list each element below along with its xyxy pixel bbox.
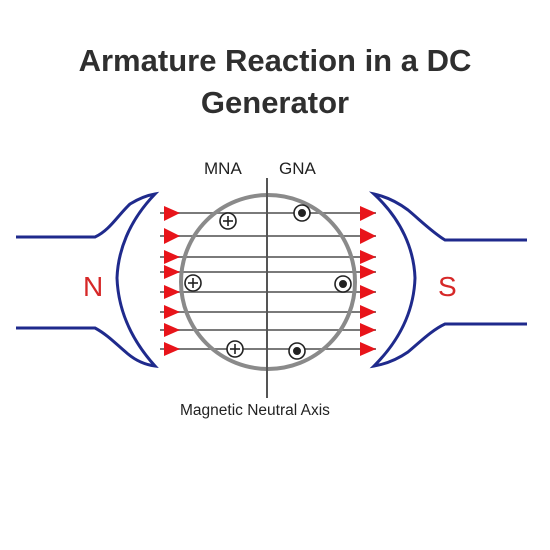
flux-arrow — [360, 285, 376, 299]
flux-arrow — [360, 206, 376, 221]
title-line-1: Armature Reaction in a DC — [78, 43, 472, 78]
north-pole — [16, 191, 160, 369]
flux-arrow — [164, 228, 180, 244]
flux-arrow — [360, 250, 376, 264]
flux-arrow — [164, 206, 180, 221]
flux-arrow — [360, 323, 376, 337]
south-pole — [368, 191, 527, 369]
flux-arrow — [360, 342, 376, 356]
plus-conductor-icon — [184, 274, 202, 292]
right-flux-arrows — [360, 206, 376, 356]
dot-conductor-icon — [334, 275, 352, 293]
flux-arrow — [360, 305, 376, 319]
dot-conductor-icon — [288, 342, 306, 360]
flux-arrow — [164, 285, 180, 299]
dot-conductor-icon — [293, 204, 311, 222]
left-flux-arrows — [164, 206, 180, 356]
axis-caption: Magnetic Neutral Axis — [180, 402, 330, 419]
diagram-title: Armature Reaction in a DC Generator — [0, 40, 550, 124]
south-pole-label: S — [438, 271, 457, 302]
flux-arrow — [164, 250, 180, 264]
title-line-2: Generator — [200, 85, 350, 120]
flux-arrow — [164, 265, 180, 279]
plus-conductor-icon — [226, 340, 244, 358]
plus-conductors — [184, 212, 244, 358]
flux-arrow — [164, 305, 180, 319]
flux-arrow — [360, 265, 376, 279]
plus-conductor-icon — [219, 212, 237, 230]
gna-label: GNA — [279, 159, 317, 178]
mna-label: MNA — [204, 159, 242, 178]
north-pole-outline — [16, 191, 160, 369]
north-pole-label: N — [83, 271, 103, 302]
south-pole-outline — [368, 191, 527, 369]
flux-arrow — [360, 228, 376, 244]
dot-conductors — [288, 204, 352, 360]
flux-arrow — [164, 323, 180, 337]
flux-arrow — [164, 342, 180, 356]
